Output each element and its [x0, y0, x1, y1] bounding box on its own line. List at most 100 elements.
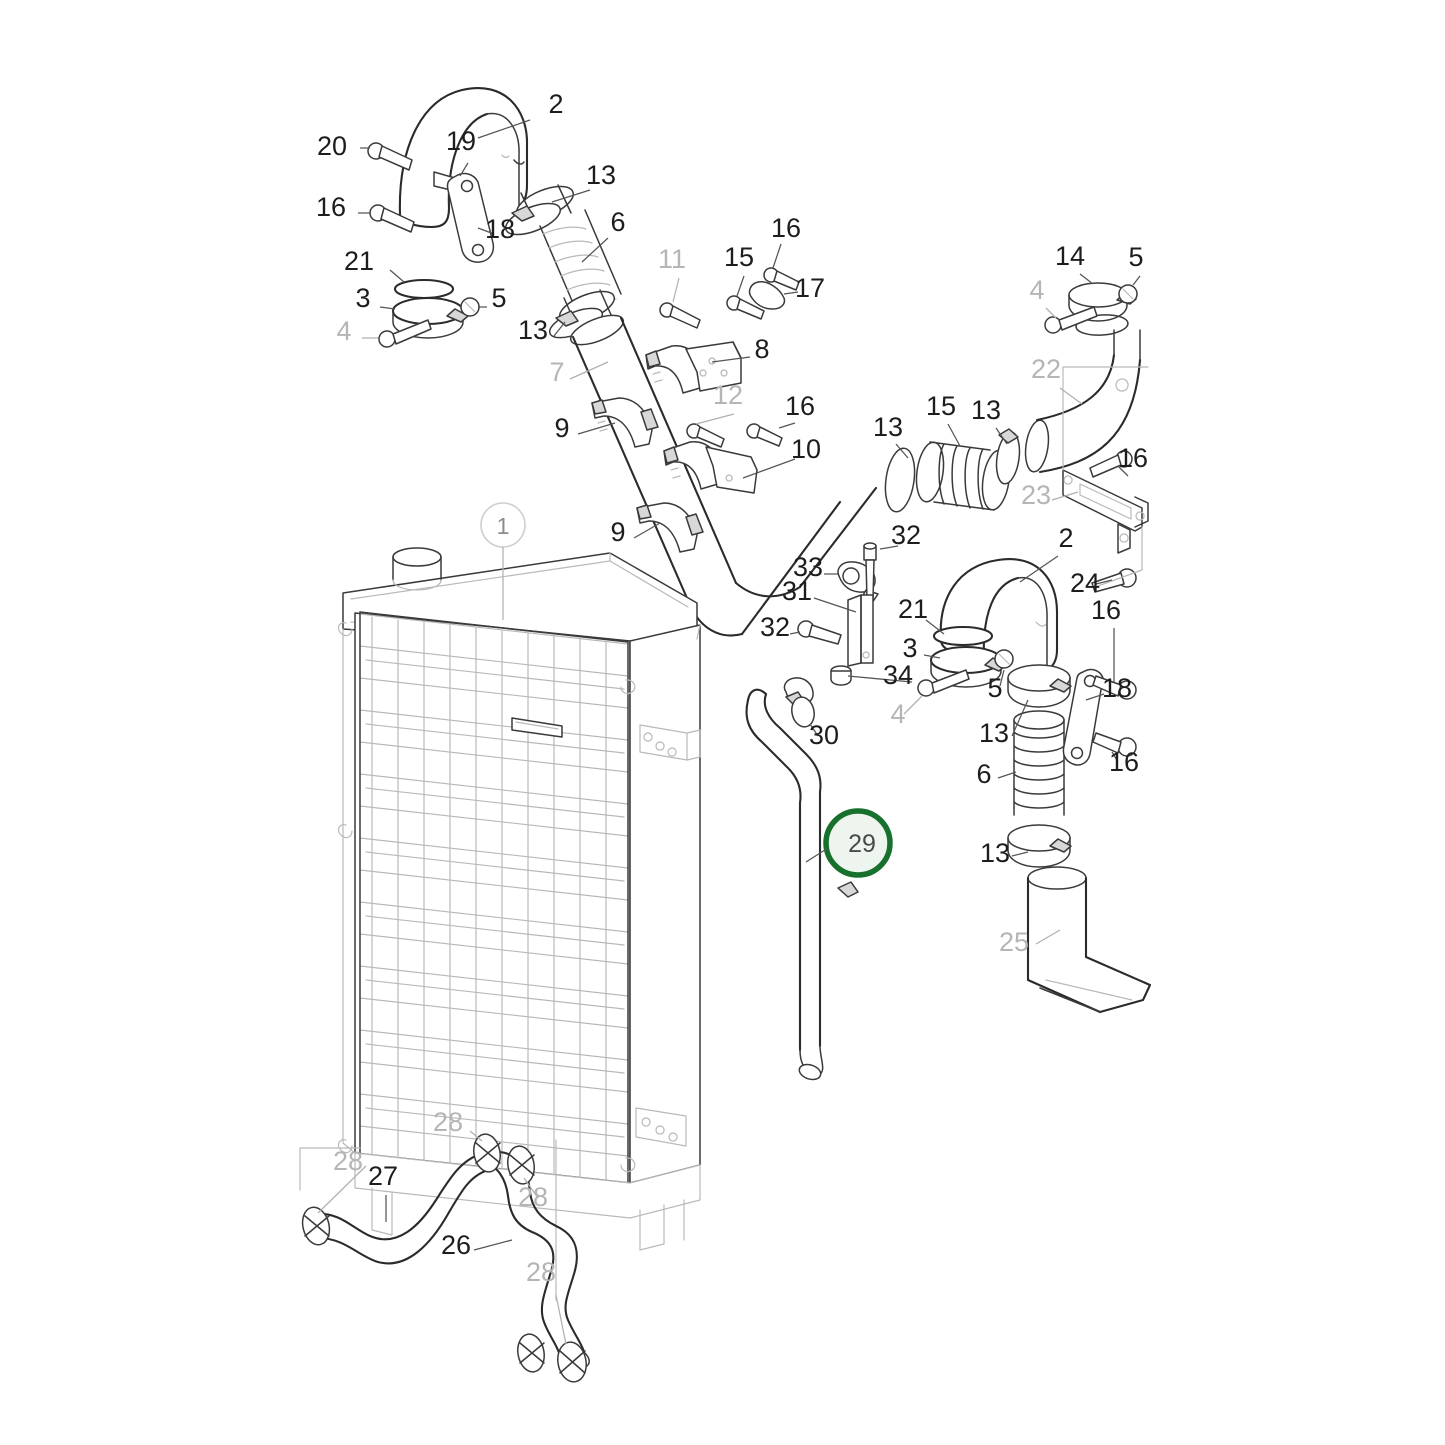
part-7-charge-air-pipe — [569, 314, 916, 637]
part-number-label: 13 — [980, 838, 1010, 868]
part-number-label: 9 — [610, 517, 625, 547]
part-number-label: 16 — [1118, 443, 1148, 473]
radiator-handle — [511, 717, 563, 738]
part-number-label: 9 — [554, 413, 569, 443]
part-number-label: 4 — [1029, 275, 1044, 305]
part-8-bracket — [645, 341, 742, 394]
part-number-label: 28 — [433, 1107, 463, 1137]
part-number-label: 32 — [760, 612, 790, 642]
part-16-bolt-right-bracket — [1089, 450, 1133, 478]
part-number-label: 8 — [754, 334, 769, 364]
part-number-label: 28 — [518, 1182, 548, 1212]
part-29-coolant-pipe — [745, 677, 859, 1081]
part-4-screw-right — [917, 669, 970, 697]
part-number-label: 2 — [1058, 523, 1073, 553]
part-number-label: 5 — [987, 673, 1002, 703]
callout-29-highlighted[interactable]: 29 — [805, 808, 893, 878]
part-16-bolt-right-b — [1092, 732, 1137, 757]
part-number-label: 28 — [333, 1146, 363, 1176]
part-number-label: 14 — [1055, 241, 1085, 271]
part-9-pipe-clamp-lower — [636, 502, 704, 553]
part-number-label: 30 — [809, 720, 839, 750]
part-number-label: 6 — [610, 207, 625, 237]
part-3-clamp-ring-left — [391, 296, 469, 339]
radiator-mesh-horizontal — [359, 613, 629, 1157]
part-number-label: 27 — [368, 1161, 398, 1191]
radiator-mounting-lugs — [337, 622, 636, 1173]
part-number-label: 3 — [355, 283, 370, 313]
part-number-label: 31 — [782, 576, 812, 606]
part-number-label: 23 — [1021, 480, 1051, 510]
part-number-label: 34 — [883, 660, 913, 690]
part-number-label: 5 — [491, 283, 506, 313]
part-number-label: 6 — [976, 759, 991, 789]
pipe-bracket-tab — [837, 881, 859, 898]
part-28-clamp-b — [473, 1133, 501, 1173]
part-2-hose-right — [939, 558, 1064, 681]
part-18-link-rod-left — [446, 172, 495, 263]
part-number-label: 25 — [999, 927, 1029, 957]
part-number-label: 2 — [548, 89, 563, 119]
part-5-nut-right-upper — [1118, 284, 1138, 304]
part-6-bellows-right — [1013, 710, 1065, 816]
part-number-label: 28 — [526, 1257, 556, 1287]
part-23-support-bracket — [1062, 469, 1149, 554]
part-number-label: 16 — [785, 391, 815, 421]
part-25-outlet-pipe — [1026, 866, 1152, 1014]
part-16-bolt-right-a — [1092, 675, 1137, 700]
part-number-label: 19 — [446, 126, 476, 156]
part-16-screw-center-upper — [763, 267, 800, 291]
part-12-screw — [686, 423, 725, 448]
radiator-side-bracket-lower — [635, 1107, 687, 1147]
part-11-screw — [659, 302, 701, 329]
fastener-group-upper-left — [367, 142, 495, 348]
part-number-label: 13 — [873, 412, 903, 442]
part-31-bracket-plate — [847, 594, 874, 667]
construction-line-22 — [1062, 366, 1149, 471]
part-number-label: 4 — [336, 316, 351, 346]
part-21-oring-right — [932, 625, 994, 647]
part-number-label: 13 — [518, 315, 548, 345]
part-5-nut-right — [994, 649, 1014, 669]
part-13-clamp-right-lower — [1007, 824, 1072, 868]
part-number-label: 12 — [713, 380, 743, 410]
part-number-label: 16 — [316, 192, 346, 222]
part-28-clamp-d — [517, 1333, 545, 1373]
callout-29-number: 29 — [848, 830, 876, 858]
part-number-label: 13 — [586, 160, 616, 190]
part-21-oring-left — [393, 278, 455, 300]
part-number-label: 16 — [1109, 747, 1139, 777]
construction-line-24 — [1097, 526, 1143, 587]
part-number-label: 16 — [1091, 595, 1121, 625]
part-number-label: 16 — [771, 213, 801, 243]
radiator-fins — [365, 659, 625, 1138]
part-number-label: 24 — [1070, 568, 1100, 598]
radiator-mesh-vertical — [371, 616, 607, 1183]
part-28-clamp-c — [507, 1145, 535, 1185]
part-34-nut — [830, 665, 852, 686]
part-number-label: 18 — [485, 214, 515, 244]
part-number-label: 21 — [344, 246, 374, 276]
part-number-label: 21 — [898, 594, 928, 624]
part-number-label: 32 — [891, 520, 921, 550]
part-13-clamp-right-upper — [1007, 664, 1072, 708]
part-13-clamp-upper-left — [504, 184, 574, 236]
part-number-label: 18 — [1102, 673, 1132, 703]
radiator-filler-neck-left — [392, 547, 442, 591]
part-number-label: 11 — [658, 244, 686, 274]
part-number-label: 10 — [791, 434, 821, 464]
part-number-label: 3 — [902, 633, 917, 663]
part-4-screw-right-upper — [1044, 306, 1098, 334]
leader-lines — [317, 119, 1141, 1345]
radiator-side-bracket-upper — [639, 724, 701, 761]
construction-line-27 — [299, 1147, 361, 1191]
part-1-radiator-core — [337, 547, 701, 1251]
part-number-label: 26 — [441, 1230, 471, 1260]
part-number-label: 5 — [1128, 242, 1143, 272]
part-13-clamp-center-right — [995, 428, 1021, 485]
part-number-label: 20 — [317, 131, 347, 161]
part-number-label: 22 — [1031, 354, 1061, 384]
callout-1[interactable]: 1 — [480, 502, 526, 620]
